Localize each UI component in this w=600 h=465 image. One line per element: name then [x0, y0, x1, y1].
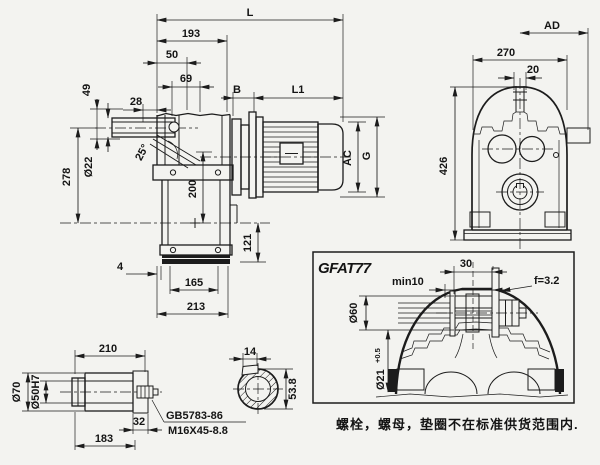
- motor: [200, 116, 352, 198]
- dim-270: 270: [497, 47, 515, 59]
- washer: [491, 267, 500, 338]
- dim-4: 4: [117, 261, 124, 273]
- ad-reference-tab: [566, 127, 591, 144]
- mount-housing-dome: [375, 287, 569, 398]
- dim-phi22: Ø22: [83, 157, 95, 178]
- dim-f3-2: f=3.2: [534, 275, 559, 287]
- side-view: L 193 50 69 28: [60, 7, 385, 318]
- dim-30: 30: [460, 258, 472, 270]
- detail-box-border: [312, 251, 575, 404]
- dim-32: 32: [133, 416, 145, 428]
- section-dimensions: 14 53.8: [229, 346, 299, 410]
- input-shaft: [95, 117, 198, 138]
- section-detail: 14 53.8: [229, 346, 299, 415]
- dim-121: 121: [242, 234, 254, 252]
- dim-AD: AD: [544, 20, 560, 32]
- dim-phi21: Ø21: [375, 369, 387, 390]
- keyway-notch: [241, 364, 259, 376]
- model-label: GFAT77: [318, 260, 372, 277]
- dim-AC: AC: [342, 150, 354, 166]
- dim-phi21-tolerance: +0.5: [373, 348, 382, 363]
- dim-69: 69: [180, 73, 192, 85]
- dim-50: 50: [166, 49, 178, 61]
- dim-426: 426: [438, 157, 450, 175]
- gear-case: [60, 112, 270, 264]
- dim-193: 193: [182, 28, 200, 40]
- dim-213: 213: [187, 301, 205, 313]
- motor-adapter: [231, 111, 257, 199]
- mount-detail-dimensions: 30 min10 f=3.2 Ø60 Ø21 +0.5: [348, 258, 559, 393]
- bevel-25deg-lines: [149, 134, 201, 169]
- torque-arm-bolt-assembly: [398, 262, 538, 352]
- dim-25deg: 25°: [133, 142, 151, 162]
- dim-14: 14: [244, 346, 257, 358]
- dim-20: 20: [527, 64, 539, 76]
- dim-min10: min10: [392, 276, 424, 288]
- shaft-detail-dimensions: 210 Ø70 Ø50H7 32 183 GB: [11, 343, 246, 450]
- front-view: AD 270 20 426: [438, 20, 591, 250]
- dim-L: L: [247, 7, 254, 19]
- callout-m16x45: M16X45-8.8: [168, 425, 228, 437]
- dim-183: 183: [95, 433, 113, 445]
- shaft-detail: 210 Ø70 Ø50H7 32 183 GB: [11, 343, 246, 450]
- dim-G: G: [361, 152, 373, 161]
- dim-phi50h7: Ø50H7: [30, 375, 42, 410]
- dim-28: 28: [130, 96, 142, 108]
- dim-278: 278: [61, 168, 73, 186]
- dim-L1: L1: [292, 84, 305, 96]
- dim-phi60: Ø60: [348, 303, 360, 324]
- dim-49: 49: [81, 84, 93, 96]
- mount-detail: GFAT77: [312, 251, 575, 404]
- front-housing: [463, 78, 591, 250]
- front-view-dimensions: AD 270 20 426: [438, 20, 589, 241]
- callout-gb5783: GB5783-86: [166, 410, 223, 422]
- dim-200: 200: [187, 180, 199, 198]
- dim-phi70: Ø70: [11, 382, 23, 403]
- dim-210: 210: [99, 343, 117, 355]
- dim-165: 165: [185, 277, 203, 289]
- supply-scope-note: 螺栓，螺母，垫圈不在标准供货范围内.: [336, 417, 579, 432]
- dim-B: B: [233, 84, 241, 96]
- dim-53-8: 53.8: [287, 378, 299, 399]
